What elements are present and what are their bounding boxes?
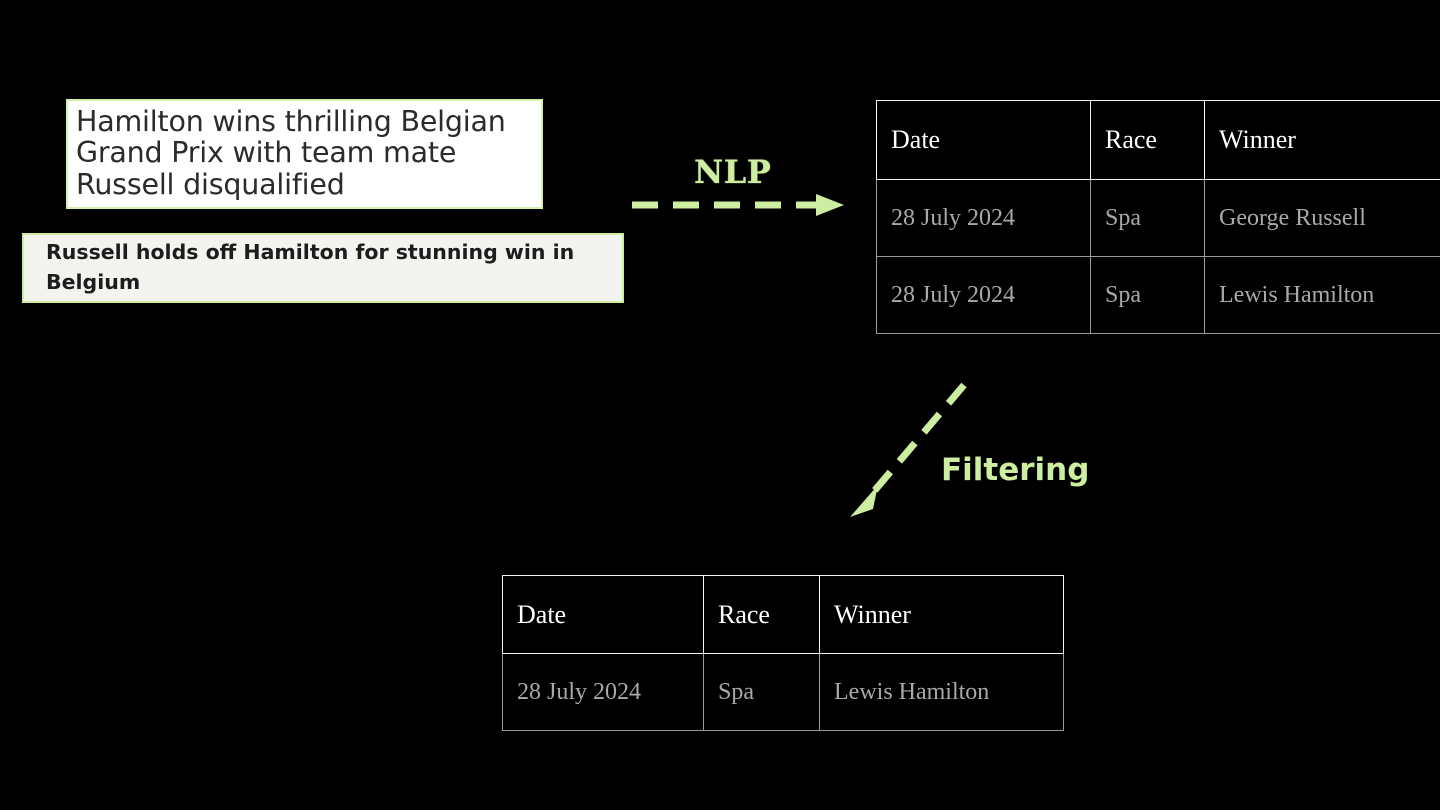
table-header-row: Date Race Winner — [876, 100, 1440, 180]
column-header-date: Date — [502, 575, 704, 654]
filtered-results-table: Date Race Winner 28 July 2024 Spa Lewis … — [502, 575, 1064, 731]
cell-winner: George Russell — [1204, 179, 1440, 257]
table-row: 28 July 2024 Spa George Russell — [876, 179, 1440, 257]
extracted-results-table: Date Race Winner 28 July 2024 Spa George… — [876, 100, 1440, 334]
cell-race: Spa — [703, 653, 820, 731]
column-header-winner: Winner — [1204, 100, 1440, 180]
column-header-race: Race — [703, 575, 820, 654]
cell-race: Spa — [1090, 256, 1205, 334]
nlp-flow-arrow-icon — [632, 194, 844, 216]
source-headline-text-2: Russell holds off Hamilton for stunning … — [46, 240, 575, 294]
column-header-winner: Winner — [819, 575, 1064, 654]
cell-date: 28 July 2024 — [876, 256, 1091, 334]
cell-date: 28 July 2024 — [876, 179, 1091, 257]
table-header-row: Date Race Winner — [502, 575, 1064, 654]
source-headline-card-1: Hamilton wins thrilling Belgian Grand Pr… — [66, 99, 543, 209]
source-headline-card-2: Russell holds off Hamilton for stunning … — [22, 233, 624, 303]
cell-race: Spa — [1090, 179, 1205, 257]
cell-date: 28 July 2024 — [502, 653, 704, 731]
cell-winner: Lewis Hamilton — [819, 653, 1064, 731]
nlp-flow-label: NLP — [694, 153, 772, 191]
filtering-flow-label: Filtering — [941, 452, 1090, 488]
cell-winner: Lewis Hamilton — [1204, 256, 1440, 334]
column-header-race: Race — [1090, 100, 1205, 180]
table-row: 28 July 2024 Spa Lewis Hamilton — [502, 653, 1064, 731]
source-headline-text-1: Hamilton wins thrilling Belgian Grand Pr… — [76, 104, 506, 201]
column-header-date: Date — [876, 100, 1091, 180]
filtering-flow-arrow-icon — [850, 382, 967, 517]
table-row: 28 July 2024 Spa Lewis Hamilton — [876, 256, 1440, 334]
